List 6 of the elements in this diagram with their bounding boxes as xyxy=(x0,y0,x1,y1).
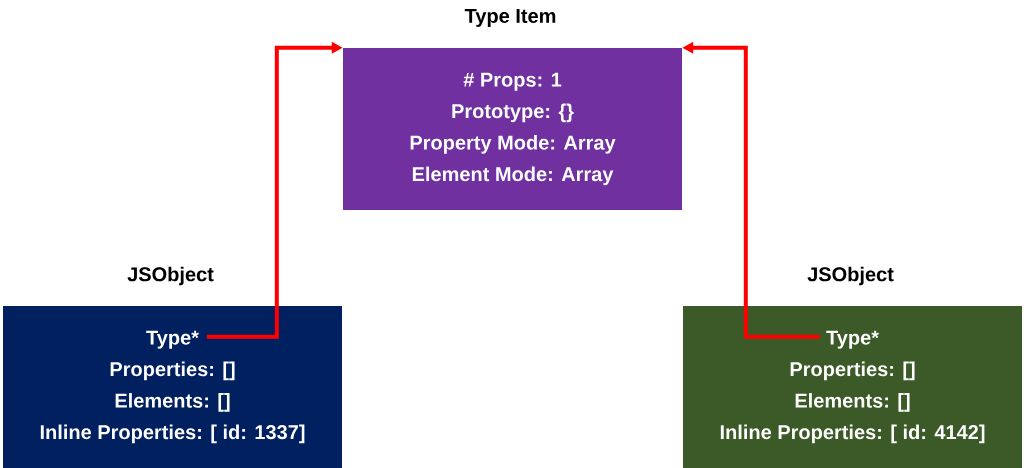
box-heading: JSObject xyxy=(127,266,214,286)
process-box: Type* Properties: [] Elements: [] Inline Properties: [ id: 1337] xyxy=(3,306,342,468)
box-heading: JSObject xyxy=(807,266,894,286)
process-box: Type* Properties: [] Elements: [] Inline Properties: [ id: 4142] xyxy=(683,306,1022,468)
box-heading: Type Item xyxy=(464,9,556,27)
process-box: # Props: 1 Prototype: {} Property Mode: Array Element Mode: Array xyxy=(343,48,682,210)
